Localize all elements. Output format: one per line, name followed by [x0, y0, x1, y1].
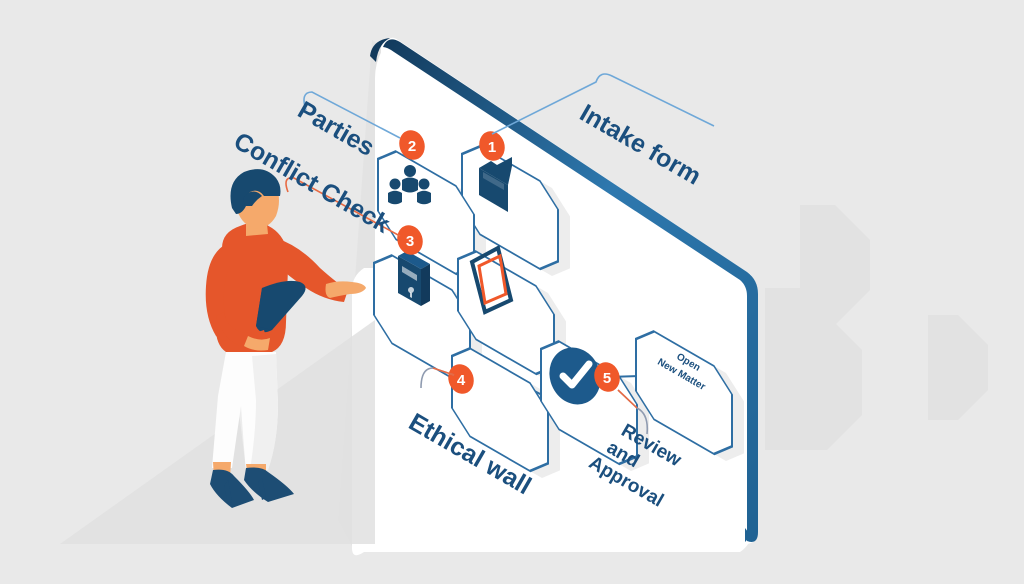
person-shoe-left [210, 469, 254, 508]
people-group-icon [388, 165, 431, 205]
panel-bottom-corner [745, 528, 749, 542]
person-shoe-right-heel [258, 478, 266, 500]
check-badge-icon [549, 347, 601, 405]
warning-node[interactable] [456, 239, 556, 386]
locked-document-icon [398, 251, 430, 306]
warning-triangle-icon [469, 245, 514, 315]
step-node-1[interactable]: 1 [460, 128, 560, 281]
step-badge-4[interactable]: 4 [444, 361, 477, 397]
step-node-4[interactable]: 4 [444, 336, 550, 584]
step-badge-5-number: 5 [603, 370, 611, 387]
person-hand-left [244, 336, 270, 351]
leader-line-review-approval-tip [617, 389, 638, 409]
step-badge-1[interactable]: 1 [475, 128, 508, 164]
background-decor-shapes [765, 205, 988, 450]
person-shoe-left-heel [224, 480, 232, 504]
person-shoe-right [244, 467, 294, 502]
leader-line-ethical-wall-tip [432, 367, 455, 376]
leader-line-conflict-check [285, 176, 401, 237]
leader-line-parties [303, 91, 401, 139]
step-node-3[interactable]: 3 [372, 222, 472, 390]
person-hair [230, 169, 281, 214]
label-leader-lines [285, 73, 715, 435]
panel-top-corner [370, 38, 390, 62]
step-badge-3-number: 3 [406, 233, 414, 250]
outcome-node[interactable]: Open New Matter [634, 319, 734, 466]
step-badge-5[interactable]: 5 [590, 359, 623, 395]
folder-icon [479, 157, 512, 212]
decor-octagon-2 [765, 288, 862, 450]
step-node-2[interactable]: 2 [376, 127, 476, 286]
person-arm-left [205, 244, 236, 341]
decor-octagon-1 [800, 205, 870, 325]
step-badge-3[interactable]: 3 [393, 222, 426, 258]
step-badge-2[interactable]: 2 [395, 127, 428, 163]
decor-octagon-3 [928, 315, 988, 420]
step-badge-4-number: 4 [457, 372, 466, 389]
person-hand-pointing [325, 281, 366, 298]
step-node-5[interactable]: 5 [539, 329, 639, 476]
person-trousers-shade [250, 354, 278, 470]
leader-line-review-approval [617, 389, 649, 435]
person-tablet-face [256, 282, 300, 330]
step-badge-2-number: 2 [408, 138, 416, 155]
leader-line-ethical-wall [420, 367, 455, 389]
leader-line-intake-form [491, 73, 715, 135]
person-illustration [205, 169, 366, 508]
person-hair-fringe [243, 191, 262, 206]
step-badge-1-number: 1 [488, 139, 496, 156]
